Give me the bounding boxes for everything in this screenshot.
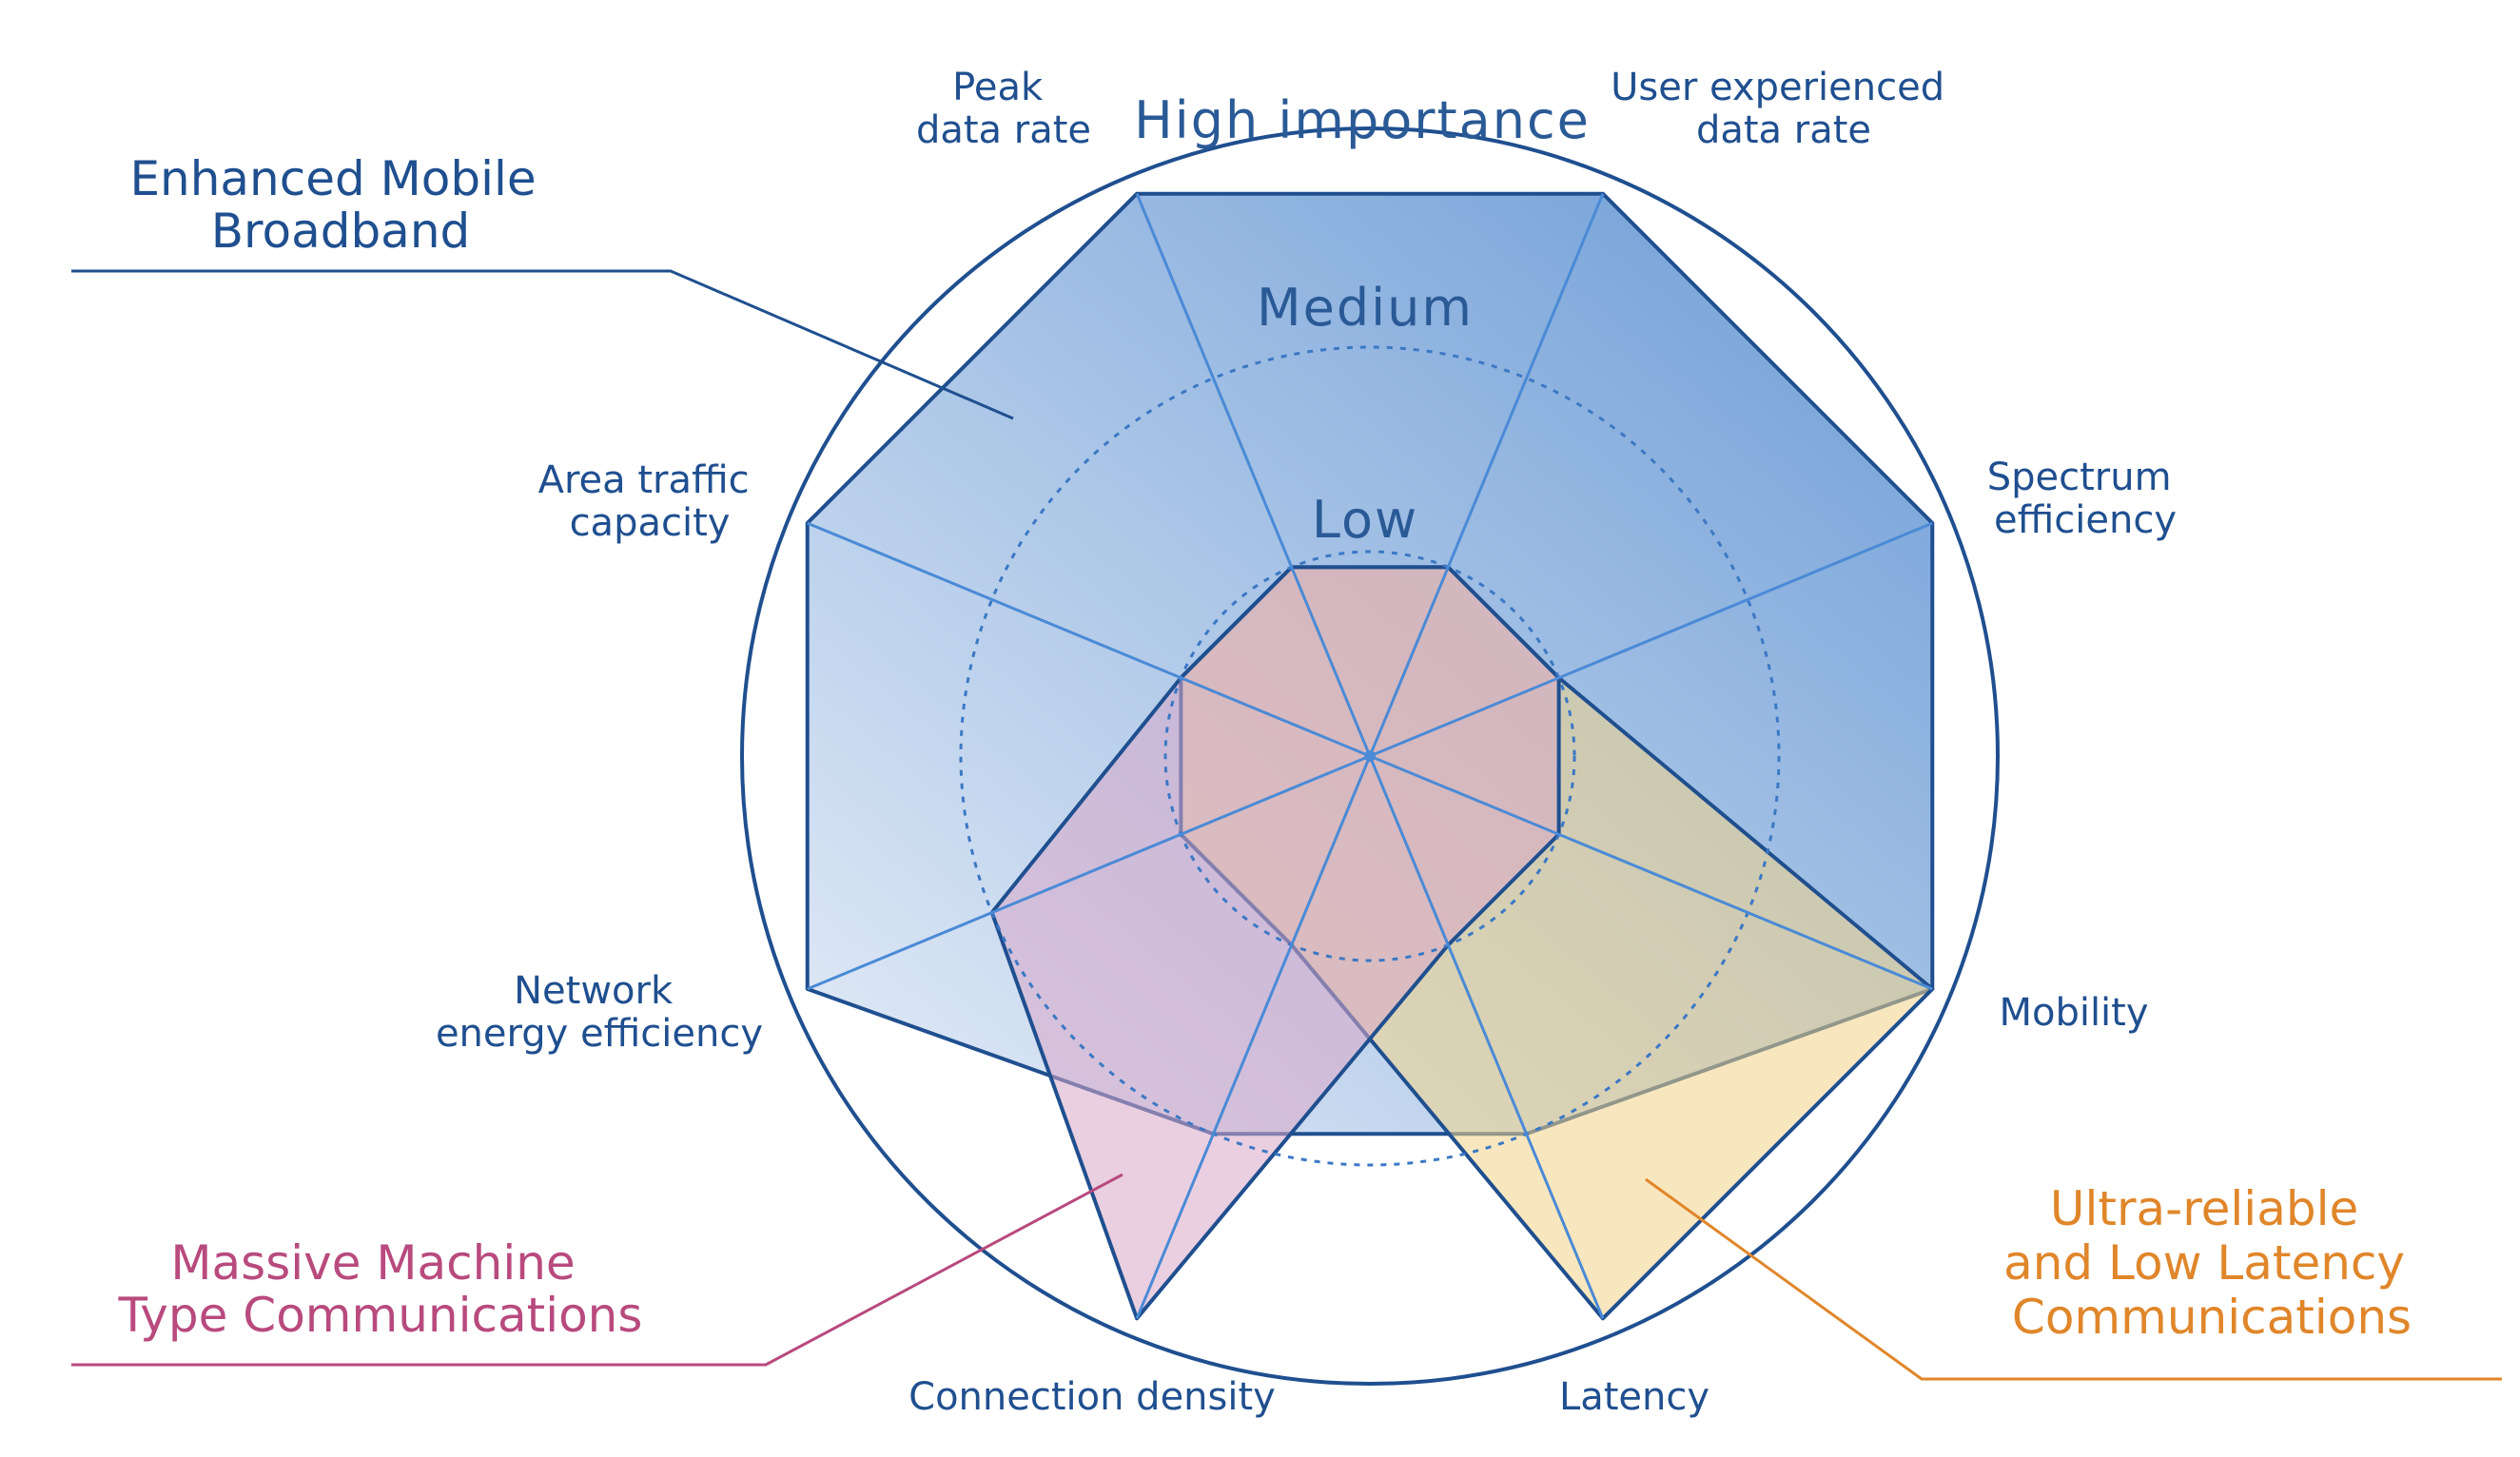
legend-mmtc-leader bbox=[71, 1173, 1123, 1367]
legend-urllc: Ultra-reliable and Low Latency Communica… bbox=[1645, 1177, 2502, 1381]
axis-label-connection-density: Connection density bbox=[908, 1375, 1276, 1419]
outer-circle bbox=[740, 126, 2000, 1386]
legend-urllc-label: Ultra-reliable and Low Latency Communica… bbox=[2003, 1181, 2420, 1345]
level-label-medium: Medium bbox=[1257, 278, 1474, 338]
center-point bbox=[1364, 750, 1376, 762]
legend-embb-label: Enhanced Mobile Broadband bbox=[129, 151, 551, 259]
legend-urllc-leader bbox=[1645, 1177, 2502, 1381]
axis-label-user-experienced-data-rate: User experienced data rate bbox=[1611, 66, 1957, 152]
axis-labels: Peak data rate User experienced data rat… bbox=[436, 66, 2184, 1419]
grid-layer bbox=[959, 345, 1781, 1167]
legend-embb: Enhanced Mobile Broadband bbox=[71, 151, 1014, 420]
level-label-low: Low bbox=[1312, 490, 1418, 550]
axis-label-peak-data-rate: Peak data rate bbox=[916, 66, 1091, 152]
level-circle-1 bbox=[1163, 550, 1576, 962]
axis-layer bbox=[807, 193, 1933, 1319]
level-circle-2 bbox=[959, 345, 1781, 1167]
axis-label-latency: Latency bbox=[1559, 1375, 1709, 1419]
axis-label-area-traffic-capacity: Area traffic capacity bbox=[538, 458, 762, 545]
legend-embb-leader bbox=[71, 269, 1014, 420]
level-label-high: High importance bbox=[1134, 90, 1591, 150]
legend-mmtc-label: Massive Machine Type Communications bbox=[118, 1235, 643, 1343]
axis-label-mobility: Mobility bbox=[1999, 991, 2148, 1035]
axis-label-spectrum-efficiency: Spectrum efficiency bbox=[1987, 456, 2184, 542]
axis-label-network-energy-efficiency: Network energy efficiency bbox=[436, 969, 763, 1056]
legend-mmtc: Massive Machine Type Communications bbox=[71, 1173, 1123, 1367]
